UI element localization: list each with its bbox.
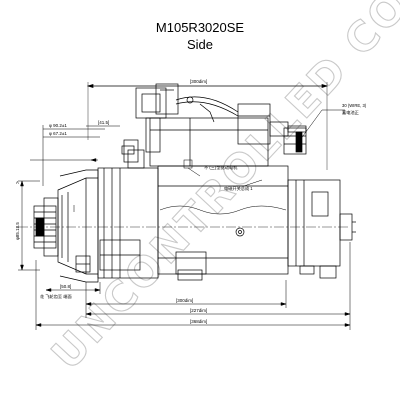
bottom-dimension-lines — [35, 242, 351, 330]
dim-bottom-1: [50.8] — [60, 284, 71, 289]
watermark-text: UNCONTROLLED COPY — [42, 0, 400, 379]
callout-leaders — [183, 109, 345, 187]
dim-left-3: [41.5] — [98, 120, 109, 125]
dim-left-1: φ 90.2±1 — [49, 123, 67, 128]
dim-left-2: φ 67.2±1 — [49, 131, 67, 136]
callout-1b: 蓄电池正 — [342, 109, 359, 116]
callout-3: 电磁开关总成 1 — [224, 185, 253, 192]
wire-harness — [123, 83, 239, 163]
dim-top-overall: [300dim] — [190, 79, 207, 84]
pinion-note: 花 飞轮齿至 端面 — [40, 293, 72, 300]
view-subtitle: Side — [186, 37, 214, 52]
dim-vertical: φ85.18.5 — [15, 222, 20, 240]
marker-a: A — [16, 180, 19, 185]
callout-1: 30 (WIRE, 3) — [342, 103, 367, 108]
dim-bottom-3: [227dim] — [190, 308, 207, 313]
callout-2: 不 (三)型驱动电机 — [204, 164, 238, 171]
drawing-title: M105R3020SE — [155, 20, 245, 35]
end-cover — [287, 179, 356, 279]
nose-housing — [57, 169, 99, 283]
left-dimension-lines — [18, 125, 120, 271]
terminal-studs — [283, 127, 307, 155]
dim-bottom-4: [368dim] — [190, 319, 207, 324]
top-dimension-line — [86, 82, 329, 170]
pinion-gear — [33, 197, 59, 257]
dim-bottom-2: [300dim] — [176, 298, 193, 303]
solenoid — [149, 103, 307, 167]
